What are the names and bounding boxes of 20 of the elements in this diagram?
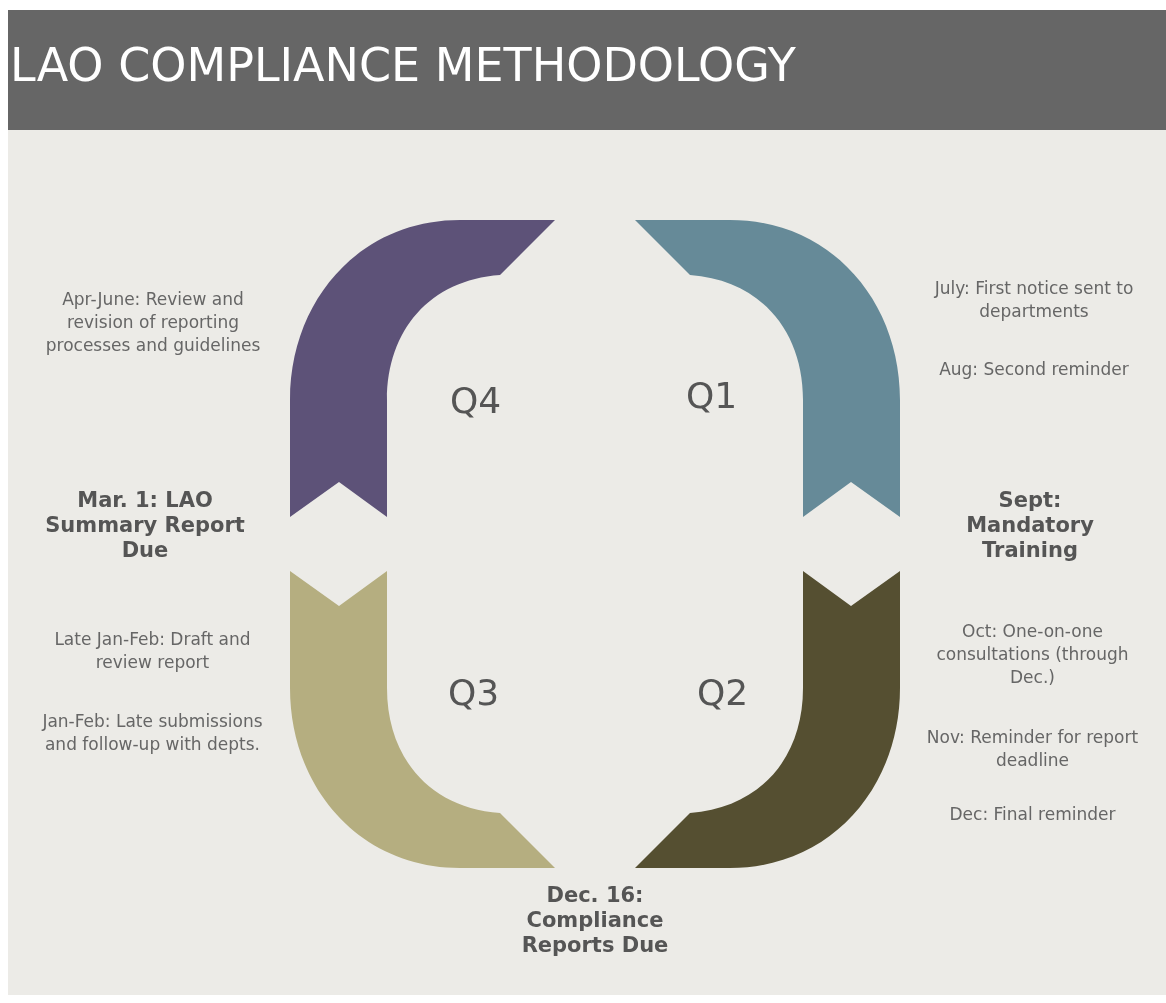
quarter-arc-ribbon	[290, 571, 555, 868]
timeline-note: Late Jan-Feb: Draft and review report	[53, 628, 252, 674]
quarter-arc-ribbon	[290, 220, 555, 517]
timeline-note: Oct: One-on-one consultations (through Dec.)	[935, 620, 1130, 689]
timeline-note: Aug: Second reminder	[938, 358, 1130, 381]
quarter-label: Q3	[448, 675, 500, 711]
timeline-note: July: First notice sent to departments	[933, 277, 1135, 323]
milestone-label: Mar. 1: LAO Summary Report Due	[44, 488, 246, 564]
milestone-label: Dec. 16: Compliance Reports Due	[520, 883, 670, 959]
quarter-label: Q4	[450, 383, 502, 419]
milestone-label: Sept: Mandatory Training	[965, 488, 1095, 564]
timeline-note: Dec: Final reminder	[948, 803, 1117, 826]
timeline-note: Jan-Feb: Late submissions and follow-up with depts.	[40, 710, 264, 756]
timeline-note: Nov: Reminder for report deadline	[925, 726, 1140, 772]
quarter-arc-ribbon	[635, 220, 900, 517]
quarter-label: Q1	[686, 378, 738, 414]
timeline-note: Apr-June: Review and revision of reporting processes and guidelines	[44, 288, 262, 357]
quarter-arc-ribbon	[635, 571, 900, 868]
title: LAO COMPLIANCE METHODOLOGY	[10, 38, 796, 94]
quarter-label: Q2	[697, 675, 749, 711]
